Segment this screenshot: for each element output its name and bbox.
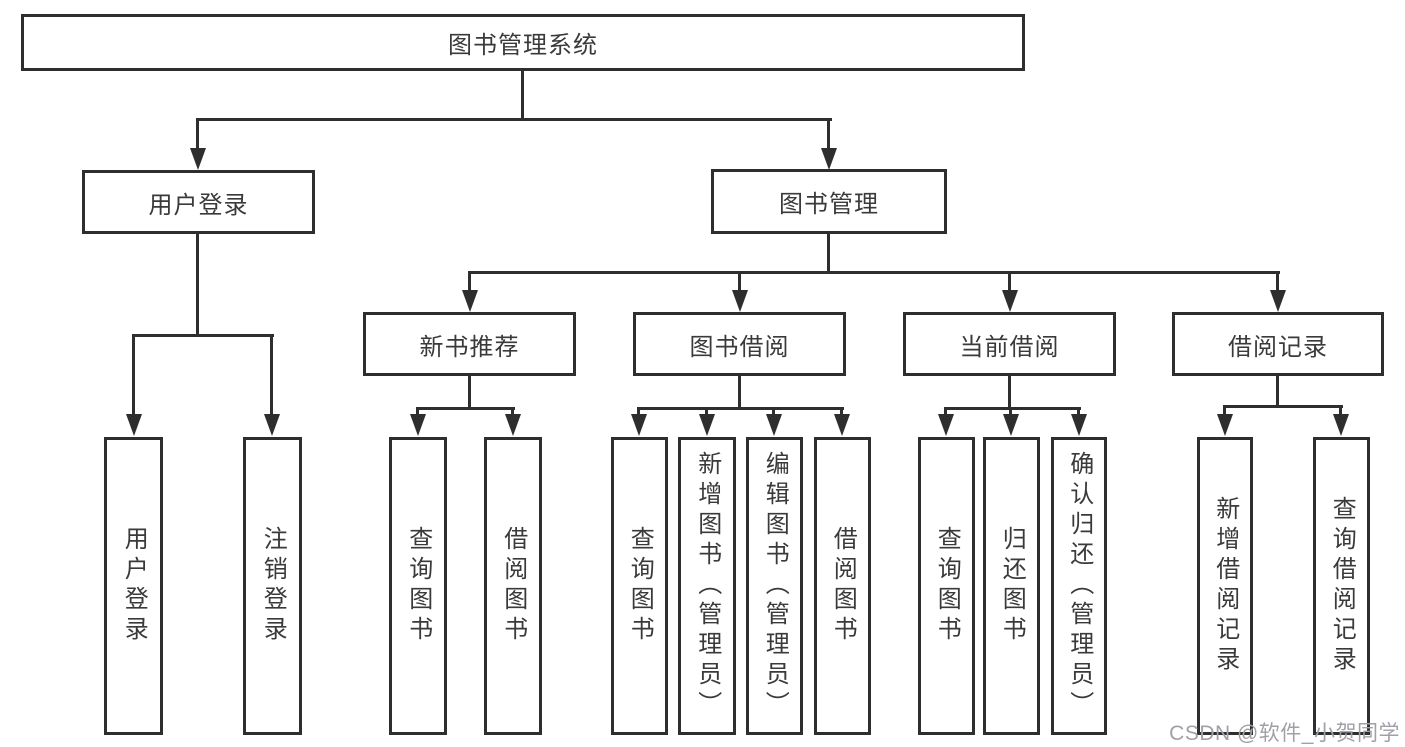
connector-line	[1009, 407, 1012, 416]
leaf-borrow-add-books-admin: 新增图书（管理员）	[678, 437, 736, 735]
leaf-current-query-books: 查询图书	[918, 437, 975, 735]
connector-line	[1339, 405, 1342, 416]
connector-line	[1223, 405, 1343, 408]
node-current-borrow: 当前借阅	[903, 312, 1116, 376]
connector-arrow	[1003, 414, 1019, 436]
connector-arrow	[834, 414, 850, 436]
connector-line	[511, 407, 514, 416]
leaf-recommend-borrow-books: 借阅图书	[484, 437, 542, 735]
connector-line	[827, 118, 830, 151]
leaf-label: 注销登录	[259, 526, 287, 646]
node-library-system: 图书管理系统	[21, 14, 1025, 71]
connector-line	[840, 407, 843, 416]
connector-line	[468, 376, 471, 409]
connector-arrow	[462, 290, 478, 312]
connector-line	[944, 407, 947, 416]
connector-arrow	[766, 414, 782, 436]
connector-line	[637, 407, 844, 410]
connector-line	[738, 271, 741, 292]
connector-arrow	[264, 414, 280, 436]
connector-line	[196, 118, 832, 121]
leaf-label: 借阅图书	[499, 526, 527, 646]
leaf-label: 新增借阅记录	[1211, 496, 1239, 676]
node-book-management: 图书管理	[711, 169, 947, 234]
node-new-book-recommend: 新书推荐	[363, 312, 576, 376]
leaf-label: 借阅图书	[829, 526, 857, 646]
connector-line	[944, 407, 1081, 410]
connector-arrow	[1270, 290, 1286, 312]
leaf-label: 确认归还（管理员）	[1065, 451, 1093, 721]
leaf-borrow-edit-books-admin: 编辑图书（管理员）	[746, 437, 803, 735]
connector-line	[1008, 271, 1011, 292]
leaf-records-add-record: 新增借阅记录	[1197, 437, 1253, 735]
leaf-label: 归还图书	[998, 526, 1026, 646]
connector-line	[521, 70, 524, 120]
leaf-label: 查询借阅记录	[1328, 496, 1356, 676]
leaf-records-query-record: 查询借阅记录	[1313, 437, 1370, 735]
connector-arrow	[126, 414, 142, 436]
connector-arrow	[505, 414, 521, 436]
leaf-label: 编辑图书（管理员）	[761, 451, 789, 721]
node-borrow-records: 借阅记录	[1172, 312, 1384, 376]
connector-line	[196, 118, 199, 151]
connector-line	[132, 334, 135, 416]
leaf-borrow-borrow-books: 借阅图书	[814, 437, 871, 735]
leaf-label: 查询图书	[933, 526, 961, 646]
connector-arrow	[699, 414, 715, 436]
connector-arrow	[938, 414, 954, 436]
connector-line	[637, 407, 640, 416]
connector-line	[416, 407, 419, 416]
leaf-current-confirm-return-admin: 确认归还（管理员）	[1051, 437, 1107, 735]
connector-line	[196, 233, 199, 336]
connector-line	[468, 271, 471, 292]
leaf-label: 新增图书（管理员）	[693, 451, 721, 721]
connector-arrow	[1333, 414, 1349, 436]
connector-line	[416, 407, 515, 410]
connector-line	[705, 407, 708, 416]
leaf-logout: 注销登录	[243, 437, 302, 735]
connector-line	[270, 334, 273, 416]
leaf-user-login: 用户登录	[104, 437, 163, 735]
watermark: CSDN @软件_小贺同学	[1169, 722, 1400, 745]
leaf-current-return-books: 归还图书	[983, 437, 1040, 735]
connector-arrow	[410, 414, 426, 436]
connector-line	[1276, 271, 1279, 292]
leaf-recommend-query-books: 查询图书	[389, 437, 447, 735]
connector-line	[738, 376, 741, 409]
node-user-login: 用户登录	[82, 170, 315, 234]
connector-line	[468, 271, 1280, 274]
connector-arrow	[821, 148, 837, 170]
leaf-borrow-query-books: 查询图书	[611, 437, 668, 735]
connector-arrow	[1217, 414, 1233, 436]
connector-arrow	[190, 148, 206, 170]
leaf-label: 查询图书	[626, 526, 654, 646]
connector-arrow	[1071, 414, 1087, 436]
connector-line	[1276, 373, 1279, 407]
connector-line	[772, 407, 775, 416]
connector-line	[827, 234, 830, 273]
connector-line	[1223, 405, 1226, 416]
connector-line	[1077, 407, 1080, 416]
leaf-label: 查询图书	[404, 526, 432, 646]
leaf-label: 用户登录	[120, 526, 148, 646]
connector-line	[1008, 376, 1011, 409]
connector-arrow	[1002, 290, 1018, 312]
connector-arrow	[631, 414, 647, 436]
connector-line	[132, 334, 274, 337]
connector-arrow	[732, 290, 748, 312]
node-book-borrow: 图书借阅	[633, 312, 846, 376]
